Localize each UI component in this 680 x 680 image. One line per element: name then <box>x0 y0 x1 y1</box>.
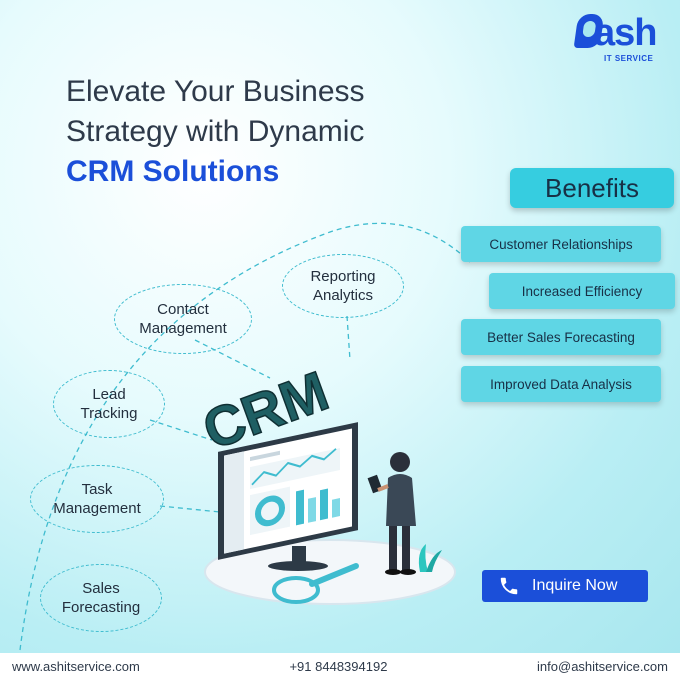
feature-label: Sales Forecasting <box>61 580 141 616</box>
feature-label: Reporting Analytics <box>310 268 376 304</box>
benefit-item: Better Sales Forecasting <box>461 319 661 355</box>
headline-accent: CRM Solutions <box>66 155 280 188</box>
phone-icon <box>500 577 518 595</box>
feature-label: Lead Tracking <box>80 386 138 422</box>
person-figure <box>367 452 442 575</box>
monitor-icon <box>218 422 358 560</box>
feature-label: Contact Management <box>139 301 227 337</box>
footer-phone[interactable]: +91 8448394192 <box>289 659 388 674</box>
benefit-item: Increased Efficiency <box>489 273 675 309</box>
feature-reporting-analytics: Reporting Analytics <box>282 254 404 318</box>
crm-illustration: CRM <box>194 358 456 605</box>
footer: www.ashitservice.com +91 8448394192 info… <box>0 653 680 680</box>
logo-word: ash <box>594 12 657 54</box>
benefit-item: Customer Relationships <box>461 226 661 262</box>
inquire-now-button[interactable]: Inquire Now <box>482 570 648 602</box>
logo-subtitle: IT SERVICE <box>604 54 654 63</box>
headline-line-2: Strategy with Dynamic <box>66 115 365 148</box>
footer-website[interactable]: www.ashitservice.com <box>12 659 140 674</box>
benefits-title: Benefits <box>510 168 674 208</box>
feature-label: Task Management <box>53 481 141 517</box>
headline-line-1: Elevate Your Business <box>66 75 365 108</box>
footer-email[interactable]: info@ashitservice.com <box>537 659 668 674</box>
magnifier-icon <box>272 563 359 604</box>
headline: Elevate Your Business Strategy with Dyna… <box>66 72 486 192</box>
brand-logo[interactable]: ash IT SERVICE <box>573 12 662 64</box>
feature-lead-tracking: Lead Tracking <box>53 370 165 438</box>
inquire-now-label: Inquire Now <box>532 577 618 594</box>
feature-task-management: Task Management <box>30 465 164 533</box>
feature-sales-forecasting: Sales Forecasting <box>40 564 162 632</box>
benefit-item: Improved Data Analysis <box>461 366 661 402</box>
feature-contact-management: Contact Management <box>114 284 252 354</box>
